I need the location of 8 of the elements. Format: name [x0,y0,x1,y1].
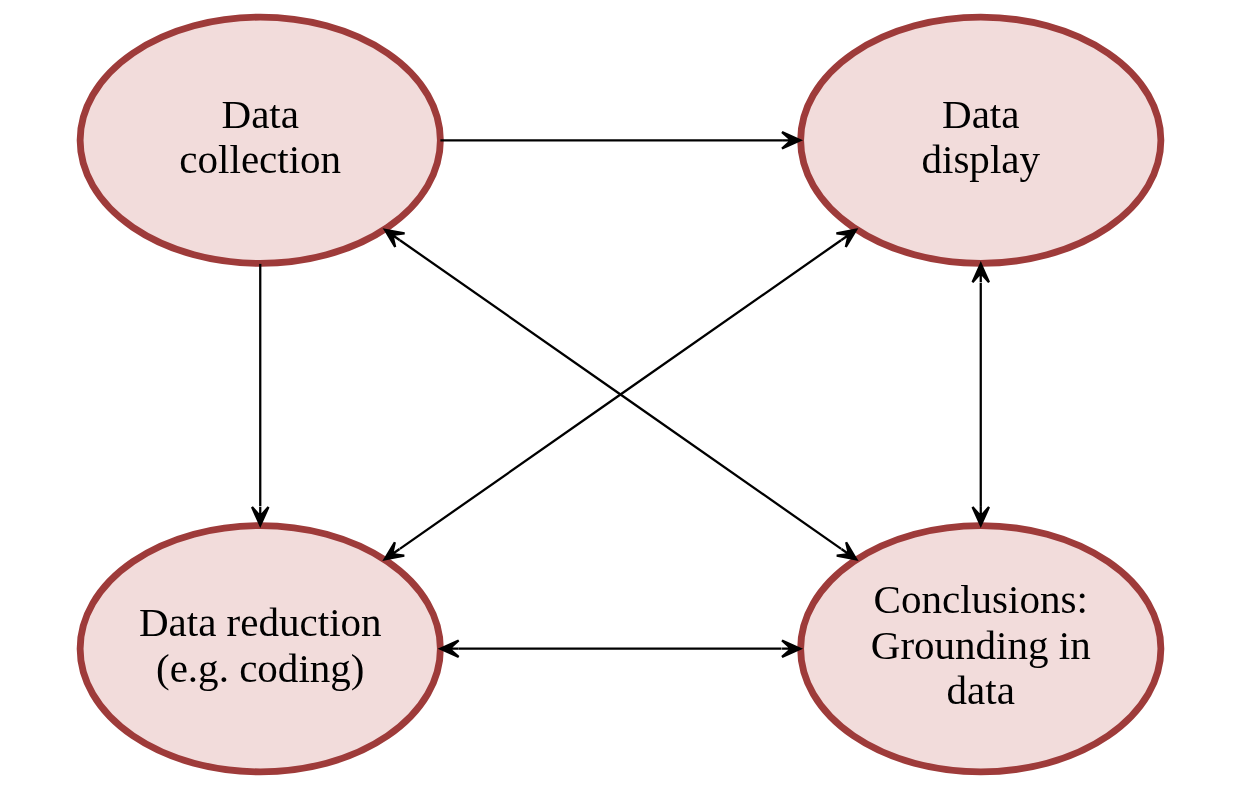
arrow [250,263,270,527]
arrow [439,130,801,150]
node-ellipse: Conclusions: Grounding in data [796,522,1164,776]
arrow [438,639,801,659]
node-ellipse: Data display [796,13,1164,267]
arrow [970,262,990,527]
node-ellipse: Data reduction (e.g. coding) [76,522,444,776]
node-ellipse: Data collection [76,13,444,267]
